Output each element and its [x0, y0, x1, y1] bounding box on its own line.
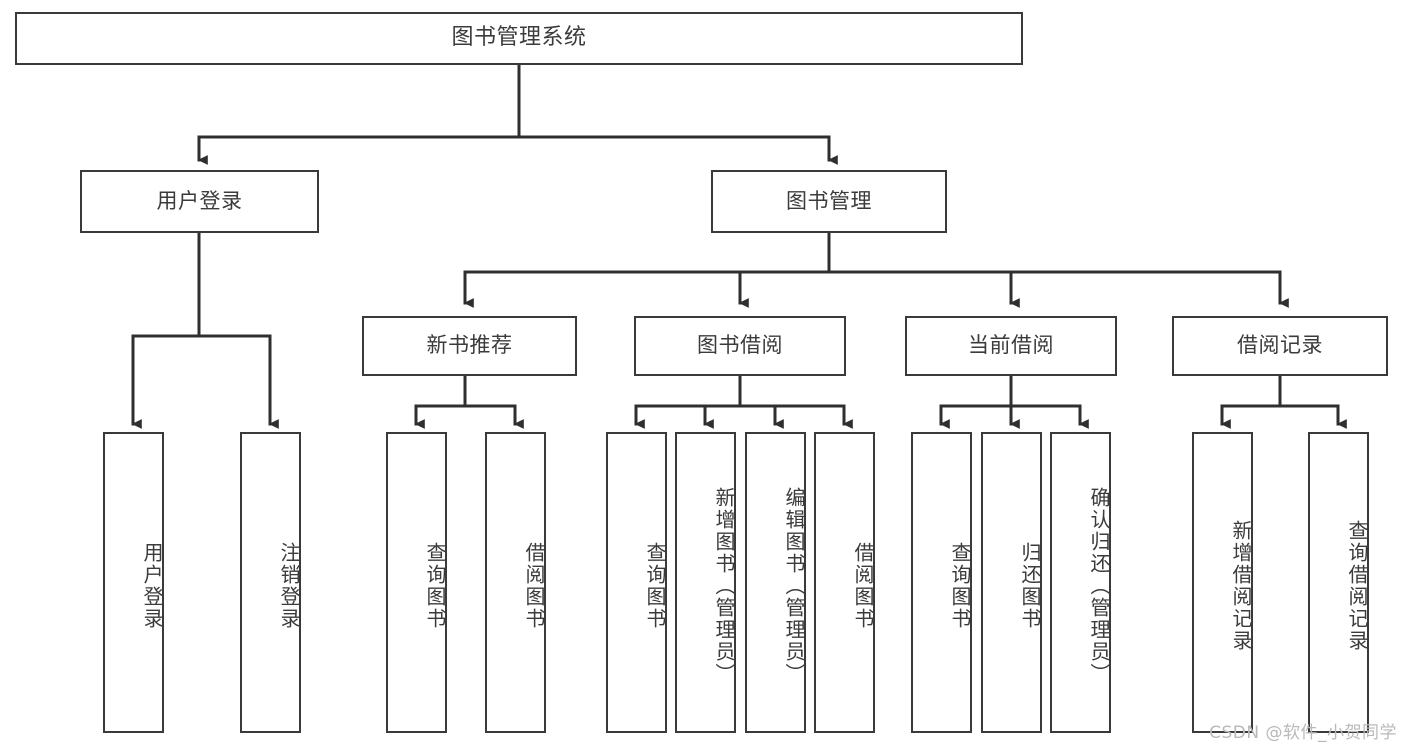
node-label: 图书管理系统 — [451, 25, 587, 51]
leaf-borrow-record-query-record[interactable]: 查询借阅记录 — [1308, 432, 1369, 733]
node-user-login[interactable]: 用户登录 — [80, 170, 319, 233]
node-label: 借阅图书 — [522, 541, 546, 630]
leaf-new-book-query-book[interactable]: 查询图书 — [386, 432, 447, 733]
node-label: 借阅图书 — [851, 541, 875, 630]
node-label: 新增借阅记录 — [1229, 519, 1253, 652]
node-label: 图书管理 — [786, 188, 872, 213]
node-root-book-management-system[interactable]: 图书管理系统 — [15, 12, 1023, 65]
node-book-management[interactable]: 图书管理 — [711, 170, 947, 233]
watermark-text: CSDN @软件_小贺同学 — [1209, 723, 1397, 743]
node-label: 新增图书（管理员） — [712, 486, 736, 685]
leaf-current-borrow-query-book[interactable]: 查询图书 — [911, 432, 972, 733]
node-book-borrow[interactable]: 图书借阅 — [634, 316, 846, 376]
node-label: 图书借阅 — [697, 333, 783, 358]
leaf-borrow-record-add-record[interactable]: 新增借阅记录 — [1192, 432, 1253, 733]
node-label: 用户登录 — [140, 541, 164, 630]
node-label: 查询图书 — [423, 541, 447, 630]
node-label: 注销登录 — [277, 541, 301, 630]
node-label: 查询图书 — [948, 541, 972, 630]
leaf-current-borrow-return-book[interactable]: 归还图书 — [981, 432, 1042, 733]
node-label: 借阅记录 — [1237, 333, 1323, 358]
node-new-book-recommend[interactable]: 新书推荐 — [362, 316, 577, 376]
node-label: 新书推荐 — [426, 333, 513, 358]
leaf-book-borrow-edit-book[interactable]: 编辑图书（管理员） — [745, 432, 806, 733]
leaf-user-login-logout[interactable]: 注销登录 — [240, 432, 301, 733]
node-borrow-record[interactable]: 借阅记录 — [1172, 316, 1388, 376]
leaf-current-borrow-confirm-return[interactable]: 确认归还（管理员） — [1050, 432, 1111, 733]
node-current-borrow[interactable]: 当前借阅 — [905, 316, 1117, 376]
leaf-book-borrow-query-book[interactable]: 查询图书 — [606, 432, 667, 733]
node-label: 当前借阅 — [968, 333, 1054, 358]
node-label: 确认归还（管理员） — [1087, 486, 1111, 685]
leaf-new-book-borrow-book[interactable]: 借阅图书 — [485, 432, 546, 733]
leaf-user-login-login[interactable]: 用户登录 — [103, 432, 164, 733]
node-label: 查询图书 — [643, 541, 667, 630]
node-label: 用户登录 — [156, 188, 243, 213]
leaf-book-borrow-add-book[interactable]: 新增图书（管理员） — [675, 432, 736, 733]
node-label: 查询借阅记录 — [1345, 519, 1369, 652]
node-label: 归还图书 — [1018, 541, 1042, 630]
node-label: 编辑图书（管理员） — [782, 486, 806, 685]
leaf-book-borrow-borrow-book[interactable]: 借阅图书 — [814, 432, 875, 733]
